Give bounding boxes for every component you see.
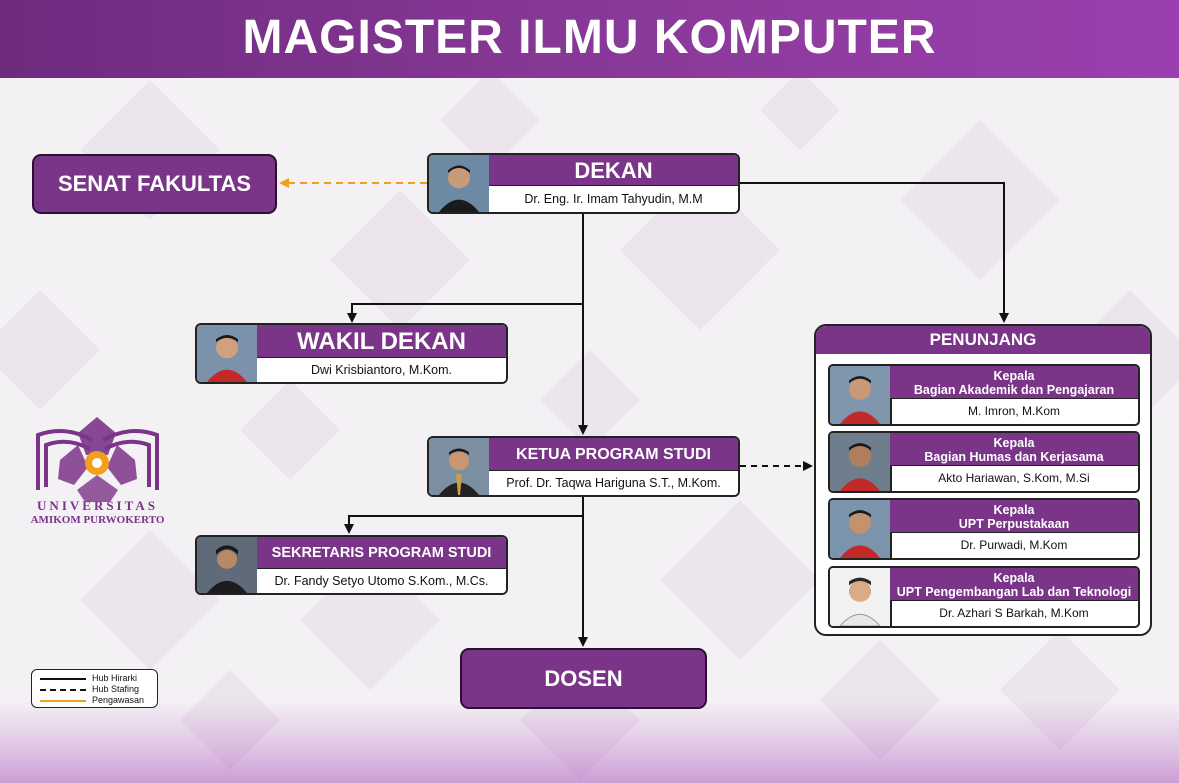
ketua-prodi-title: KETUA PROGRAM STUDI <box>489 438 738 472</box>
penunjang-card-humas: Kepala Bagian Humas dan Kerjasama Akto H… <box>828 431 1140 493</box>
penunjang-title: PENUNJANG <box>816 326 1150 354</box>
dekan-title: DEKAN <box>489 155 738 187</box>
penunjang-photo-humas <box>830 433 892 491</box>
senat-fakultas-label: SENAT FAKULTAS <box>57 171 252 196</box>
penunjang-photo-perpustakaan <box>830 500 892 558</box>
legend-line-dashed <box>40 689 86 691</box>
penunjang-panel: PENUNJANG Kepala Bagian Akademik dan Pen… <box>814 324 1152 636</box>
legend-label: Hub Stafing <box>92 684 140 694</box>
penunjang-title-perpustakaan: Kepala UPT Perpustakaan <box>890 500 1138 533</box>
penunjang-line2-lab: UPT Pengembangan Lab dan Teknologi <box>896 585 1132 599</box>
penunjang-line1-akademik: Kepala <box>993 369 1035 383</box>
page-header: MAGISTER ILMU KOMPUTER <box>0 0 1179 78</box>
penunjang-title-akademik: Kepala Bagian Akademik dan Pengajaran <box>890 366 1138 399</box>
penunjang-card-lab: Kepala UPT Pengembangan Lab dan Teknolog… <box>828 566 1140 628</box>
wakil-dekan-name: Dwi Krisbiantoro, M.Kom. <box>257 357 506 382</box>
penunjang-line1-lab: Kepala <box>993 571 1035 585</box>
penunjang-name-humas: Akto Hariawan, S.Kom, M.Si <box>890 465 1138 491</box>
wakil-dekan-card: WAKIL DEKAN Dwi Krisbiantoro, M.Kom. <box>195 323 508 384</box>
legend-line-supervision <box>40 700 86 702</box>
legend-item-pengawasan: Pengawasan <box>40 695 155 706</box>
logo-university-text: UNIVERSITAS <box>37 498 158 513</box>
penunjang-name-perpustakaan: Dr. Purwadi, M.Kom <box>890 532 1138 558</box>
sekretaris-prodi-title: SEKRETARIS PROGRAM STUDI <box>257 537 506 570</box>
dosen-box: DOSEN <box>460 648 707 709</box>
dekan-card: DEKAN Dr. Eng. Ir. Imam Tahyudin, M.M <box>427 153 740 214</box>
legend-line-solid <box>40 678 86 680</box>
penunjang-line2-perpustakaan: UPT Perpustakaan <box>958 517 1070 531</box>
legend-item-hub-stafing: Hub Stafing <box>40 684 155 695</box>
penunjang-card-perpustakaan: Kepala UPT Perpustakaan Dr. Purwadi, M.K… <box>828 498 1140 560</box>
legend: Hub Hirarki Hub Stafing Pengawasan <box>31 669 158 708</box>
bottom-band <box>0 700 1179 783</box>
penunjang-line1-perpustakaan: Kepala <box>993 503 1035 517</box>
logo-campus-text: AMIKOM PURWOKERTO <box>30 514 165 526</box>
dosen-label: DOSEN <box>544 666 623 691</box>
ketua-prodi-card: KETUA PROGRAM STUDI Prof. Dr. Taqwa Hari… <box>427 436 740 497</box>
page-title: MAGISTER ILMU KOMPUTER <box>242 11 937 64</box>
ketua-prodi-name: Prof. Dr. Taqwa Hariguna S.T., M.Kom. <box>489 470 738 495</box>
line-dekan-penunjang <box>740 182 1009 323</box>
university-logo-icon <box>36 417 159 502</box>
penunjang-name-lab: Dr. Azhari S Barkah, M.Kom <box>890 600 1138 626</box>
wakil-dekan-photo <box>197 325 259 382</box>
line-to-wakil-dekan <box>347 303 583 323</box>
dekan-name: Dr. Eng. Ir. Imam Tahyudin, M.M <box>489 185 738 212</box>
senat-fakultas-box: SENAT FAKULTAS <box>32 154 277 214</box>
dekan-photo <box>429 155 491 212</box>
penunjang-line2-humas: Bagian Humas dan Kerjasama <box>924 450 1104 464</box>
legend-item-hub-hirarki: Hub Hirarki <box>40 673 155 684</box>
penunjang-line2-akademik: Bagian Akademik dan Pengajaran <box>913 383 1115 397</box>
penunjang-title-lab: Kepala UPT Pengembangan Lab dan Teknolog… <box>890 568 1138 601</box>
wakil-dekan-title: WAKIL DEKAN <box>257 325 506 359</box>
penunjang-name-akademik: M. Imron, M.Kom <box>890 398 1138 424</box>
penunjang-card-akademik: Kepala Bagian Akademik dan Pengajaran M.… <box>828 364 1140 426</box>
penunjang-line1-humas: Kepala <box>993 436 1035 450</box>
legend-label: Pengawasan <box>92 695 145 705</box>
sekretaris-prodi-name: Dr. Fandy Setyo Utomo S.Kom., M.Cs. <box>257 568 506 593</box>
line-to-sekretaris <box>344 515 583 534</box>
penunjang-photo-akademik <box>830 366 892 424</box>
penunjang-photo-lab <box>830 568 892 626</box>
sekretaris-prodi-card: SEKRETARIS PROGRAM STUDI Dr. Fandy Setyo… <box>195 535 508 595</box>
legend-label: Hub Hirarki <box>92 673 138 683</box>
sekretaris-prodi-photo <box>197 537 259 593</box>
penunjang-title-humas: Kepala Bagian Humas dan Kerjasama <box>890 433 1138 466</box>
ketua-prodi-photo <box>429 438 491 495</box>
